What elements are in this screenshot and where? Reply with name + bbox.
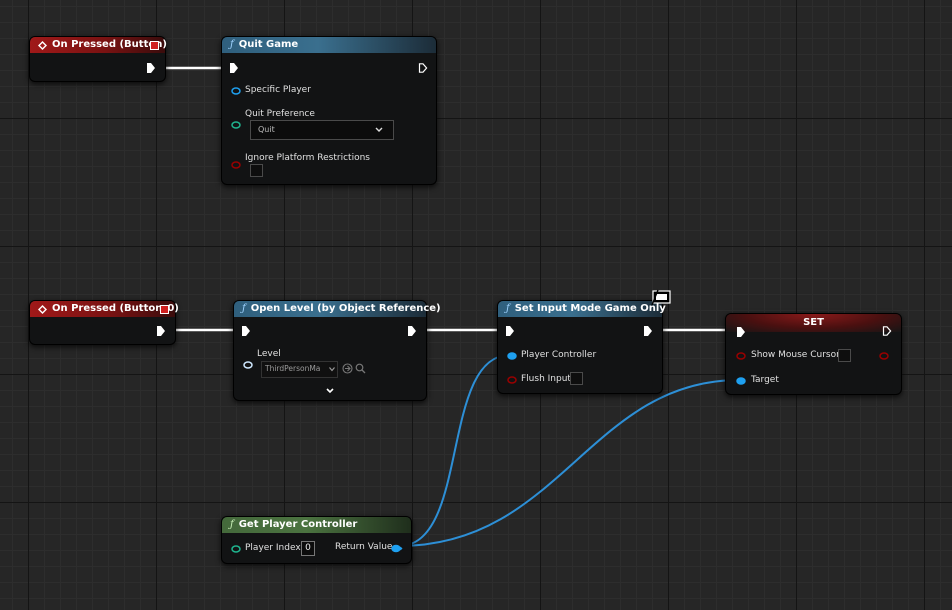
- function-icon: ƒ: [230, 39, 234, 50]
- function-node-header: ƒ Get Player Controller: [222, 517, 411, 533]
- monitor-icon: [651, 289, 671, 306]
- object-pin-player-controller[interactable]: [507, 352, 517, 360]
- bool-pin-ignore-platform[interactable]: [231, 161, 241, 169]
- function-node-set-input-mode-game-only[interactable]: ƒ Set Input Mode Game Only Player Contro…: [497, 300, 666, 394]
- exec-out-pin[interactable]: [146, 63, 156, 73]
- set-node-header: SET: [726, 314, 901, 332]
- object-pin-target[interactable]: [736, 377, 746, 385]
- function-node-header: ƒ Set Input Mode Game Only: [498, 301, 666, 317]
- pin-label-player-index: Player Index: [245, 543, 301, 553]
- function-icon: ƒ: [242, 303, 246, 314]
- pin-label-quit-preference: Quit Preference: [245, 109, 315, 119]
- pin-label-level: Level: [257, 349, 281, 359]
- flush-input-checkbox[interactable]: [570, 372, 583, 385]
- event-diamond-icon: [38, 40, 47, 50]
- event-node-on-pressed-button-0[interactable]: On Pressed (Button_0): [29, 300, 179, 345]
- exec-out-pin[interactable]: [407, 326, 417, 336]
- pure-function-node-get-player-controller[interactable]: ƒ Get Player Controller Player Index 0 R…: [221, 516, 412, 564]
- advanced-chevron-down-icon[interactable]: [326, 388, 334, 394]
- bool-pin-show-mouse-cursor-out[interactable]: [879, 352, 889, 360]
- chevron-down-icon: [329, 367, 335, 372]
- level-asset-value: ThirdPersonMa: [265, 364, 321, 373]
- object-pin-return-value[interactable]: [391, 544, 403, 553]
- function-node-title: Set Input Mode Game Only: [514, 303, 666, 314]
- event-node-on-pressed-button[interactable]: On Pressed (Button): [29, 36, 167, 82]
- pin-label-show-mouse-cursor: Show Mouse Cursor: [751, 350, 840, 360]
- function-node-header: ƒ Quit Game: [222, 37, 436, 53]
- quit-preference-value: Quit: [258, 125, 275, 134]
- int-pin-player-index[interactable]: [231, 545, 241, 553]
- show-mouse-cursor-checkbox[interactable]: [838, 349, 851, 362]
- player-index-value: 0: [305, 543, 311, 553]
- exec-out-pin[interactable]: [418, 63, 428, 73]
- delegate-square-icon[interactable]: [160, 305, 169, 314]
- object-pin-level[interactable]: [243, 361, 253, 369]
- function-node-header: ƒ Open Level (by Object Reference): [234, 301, 441, 317]
- function-node-title: Quit Game: [238, 39, 299, 50]
- event-diamond-icon: [38, 304, 47, 314]
- pin-label-ignore-platform: Ignore Platform Restrictions: [245, 153, 370, 163]
- pin-label-return-value: Return Value: [335, 542, 393, 552]
- function-node-quit-game[interactable]: ƒ Quit Game Specific Player Quit Prefere…: [221, 36, 437, 185]
- exec-in-pin[interactable]: [241, 326, 251, 336]
- bool-pin-show-mouse-cursor-in[interactable]: [736, 352, 746, 360]
- exec-out-pin[interactable]: [882, 326, 892, 336]
- exec-in-pin[interactable]: [505, 326, 515, 336]
- variable-set-node[interactable]: SET Show Mouse Cursor Target: [725, 313, 902, 395]
- event-node-title: On Pressed (Button): [52, 39, 167, 50]
- bool-pin-flush-input[interactable]: [507, 376, 517, 384]
- pin-label-player-controller: Player Controller: [521, 350, 597, 360]
- search-icon[interactable]: [355, 363, 366, 374]
- quit-preference-dropdown[interactable]: Quit: [250, 120, 394, 140]
- ignore-platform-checkbox[interactable]: [250, 164, 263, 177]
- set-node-title: SET: [803, 317, 824, 328]
- exec-in-pin[interactable]: [229, 63, 239, 73]
- event-node-header: On Pressed (Button): [30, 37, 167, 53]
- pin-label-specific-player: Specific Player: [245, 85, 311, 95]
- level-asset-picker[interactable]: ThirdPersonMa: [261, 361, 338, 378]
- function-icon: ƒ: [230, 519, 234, 530]
- function-node-open-level[interactable]: ƒ Open Level (by Object Reference) Level…: [233, 300, 441, 401]
- event-node-header: On Pressed (Button_0): [30, 301, 179, 317]
- exec-out-pin[interactable]: [156, 326, 166, 336]
- event-node-title: On Pressed (Button_0): [52, 303, 179, 314]
- player-index-input[interactable]: 0: [301, 541, 315, 556]
- function-icon: ƒ: [506, 303, 510, 314]
- pin-label-flush-input: Flush Input: [521, 374, 571, 384]
- chevron-down-icon: [375, 127, 383, 132]
- function-node-title: Get Player Controller: [238, 519, 358, 530]
- pin-label-target: Target: [751, 375, 779, 385]
- function-node-title: Open Level (by Object Reference): [250, 303, 441, 314]
- object-wire-controller-to-set-target: [398, 379, 740, 547]
- delegate-square-icon[interactable]: [150, 41, 159, 50]
- arrow-use-icon[interactable]: [342, 363, 353, 374]
- enum-pin-quit-preference[interactable]: [231, 121, 241, 129]
- exec-in-pin[interactable]: [736, 327, 746, 337]
- exec-out-pin[interactable]: [643, 326, 653, 336]
- object-pin-specific-player[interactable]: [231, 87, 241, 95]
